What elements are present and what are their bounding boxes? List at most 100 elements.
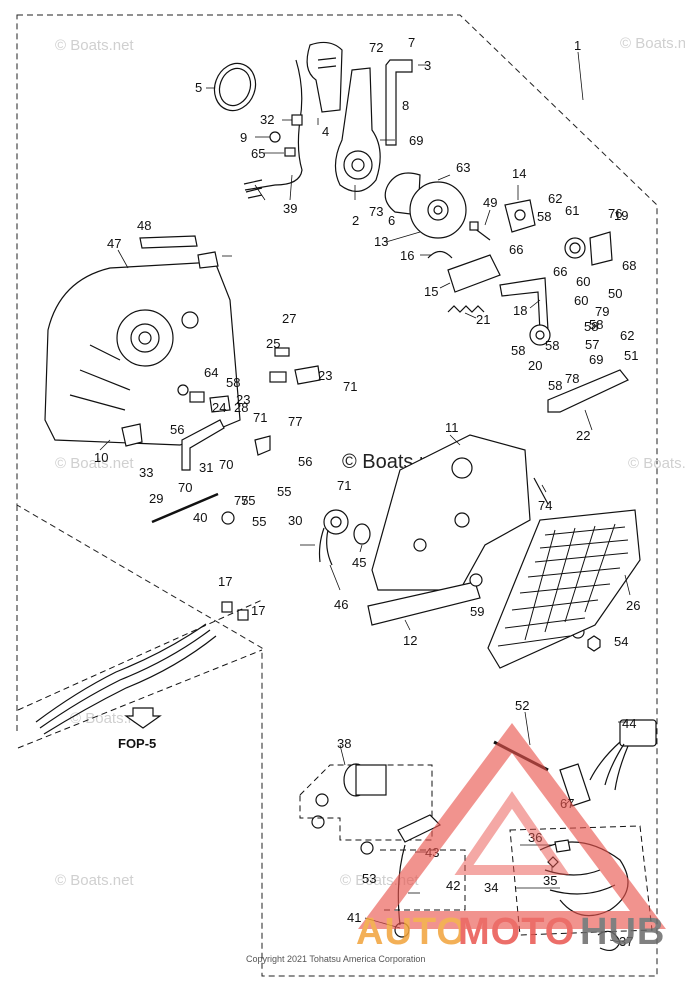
callout-number: 63: [456, 160, 470, 175]
callout-number: 4: [322, 124, 329, 139]
brand-text-moto: MOTO: [458, 911, 575, 953]
callout-number: 13: [374, 234, 388, 249]
callout-number: 53: [362, 871, 376, 886]
callout-number: 72: [369, 40, 383, 55]
callout-number: 24: [212, 400, 226, 415]
callout-number: 26: [626, 598, 640, 613]
callout-number: 45: [352, 555, 366, 570]
callout-number: 66: [509, 242, 523, 257]
callout-labels: 1234567891011121314151617181920212223242…: [94, 35, 640, 949]
callout-number: 57: [585, 337, 599, 352]
callout-number: 62: [548, 191, 562, 206]
callout-number: 59: [470, 604, 484, 619]
callout-number: 30: [288, 513, 302, 528]
callout-number: 61: [565, 203, 579, 218]
callout-number: 75: [241, 493, 255, 508]
callout-number: 20: [528, 358, 542, 373]
callout-number: 69: [409, 133, 423, 148]
callout-number: 25: [266, 336, 280, 351]
callout-number: 66: [553, 264, 567, 279]
callout-number: 50: [608, 286, 622, 301]
callout-number: 60: [574, 293, 588, 308]
callout-number: 62: [620, 328, 634, 343]
callout-number: 34: [484, 880, 498, 895]
callout-number: 1: [574, 38, 581, 53]
callout-number: 58: [537, 209, 551, 224]
callout-number: 23: [318, 368, 332, 383]
callout-number: 7: [408, 35, 415, 50]
callout-number: 77: [288, 414, 302, 429]
watermark-text: © Boats.net: [70, 710, 149, 727]
brand-text-hub: HUB: [580, 911, 665, 953]
callout-number: 60: [576, 274, 590, 289]
callout-number: 11: [445, 420, 459, 435]
dashed-frame: [16, 14, 658, 977]
callout-number: 54: [614, 634, 628, 649]
watermark-text: © Boats.net: [55, 37, 134, 54]
callout-number: 23: [236, 392, 250, 407]
callout-number: 2: [352, 213, 359, 228]
callout-number: 71: [337, 478, 351, 493]
callout-number: 16: [400, 248, 414, 263]
callout-number: 58: [548, 378, 562, 393]
callout-number: 68: [622, 258, 636, 273]
callout-number: 29: [149, 491, 163, 506]
watermark-text: © Boats.net: [620, 35, 685, 52]
callout-number: 70: [219, 457, 233, 472]
callout-number: 75: [234, 493, 248, 508]
callout-number: 19: [614, 208, 628, 223]
callout-number: 40: [193, 510, 207, 525]
callout-number: 17: [218, 574, 232, 589]
callout-number: 9: [240, 130, 247, 145]
callout-number: 32: [260, 112, 274, 127]
callout-number: 10: [94, 450, 108, 465]
watermark-text: © Boats.net: [55, 872, 134, 889]
callout-number: 73: [369, 204, 383, 219]
copyright-text: Copyright 2021 Tohatsu America Corporati…: [246, 954, 425, 964]
callout-number: 33: [139, 465, 153, 480]
brand-text-auto: AUTO: [356, 911, 467, 953]
callout-number: 35: [543, 873, 557, 888]
callout-number: 71: [253, 410, 267, 425]
brand-watermark: AUTO MOTO HUB: [356, 722, 666, 953]
callout-number: 58: [545, 338, 559, 353]
callout-number: 55: [277, 484, 291, 499]
watermark-text: © Boats.net: [628, 455, 685, 472]
callout-number: 42: [446, 878, 460, 893]
callout-number: 71: [343, 379, 357, 394]
callout-number: 78: [565, 371, 579, 386]
callout-number: 51: [624, 348, 638, 363]
callout-number: 31: [199, 460, 213, 475]
callout-number: 8: [402, 98, 409, 113]
callout-number: 41: [347, 910, 361, 925]
callout-number: 58: [584, 319, 598, 334]
callout-number: 22: [576, 428, 590, 443]
callout-number: 69: [589, 352, 603, 367]
callout-number: 52: [515, 698, 529, 713]
reference-label: FOP-5: [118, 736, 156, 751]
callout-number: 70: [178, 480, 192, 495]
callout-number: 14: [512, 166, 526, 181]
callout-number: 76: [608, 206, 622, 221]
brand-triangle-logo: [358, 722, 666, 929]
callout-number: 5: [195, 80, 202, 95]
callout-number: 39: [283, 201, 297, 216]
callout-number: 12: [403, 633, 417, 648]
callout-number: 56: [170, 422, 184, 437]
callout-number: 58: [226, 375, 240, 390]
callout-number: 46: [334, 597, 348, 612]
callout-number: 44: [622, 716, 636, 731]
callout-number: 64: [204, 365, 218, 380]
watermark-text: © Boats.net: [55, 455, 134, 472]
callout-number: 65: [251, 146, 265, 161]
callout-number: 6: [388, 213, 395, 228]
callout-number: 49: [483, 195, 497, 210]
callout-number: 28: [234, 400, 248, 415]
callout-number: 58: [511, 343, 525, 358]
callout-number: 47: [107, 236, 121, 251]
callout-number: 38: [337, 736, 351, 751]
callout-number: 21: [476, 312, 490, 327]
callout-number: 3: [424, 58, 431, 73]
